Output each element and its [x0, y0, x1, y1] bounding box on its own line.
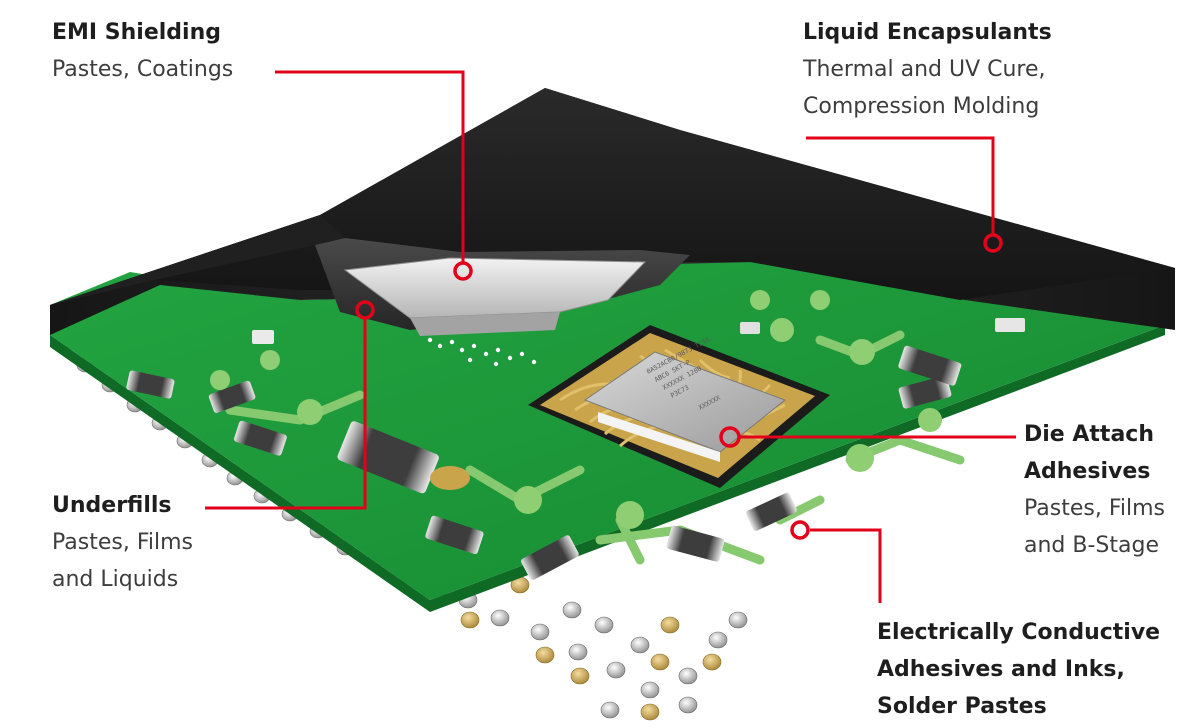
- callout-underfills-title: Underfills: [52, 493, 172, 518]
- leader-conductive: [810, 528, 882, 603]
- marker-die: [719, 426, 741, 448]
- callout-liquid-subtitle-line1: Thermal and UV Cure,: [803, 57, 1046, 82]
- leader-liquid: [806, 136, 995, 235]
- callout-die-attach: Die Attach Adhesives Pastes, Films and B…: [1024, 416, 1165, 564]
- marker-underfill: [355, 300, 375, 320]
- callout-markers: [355, 233, 1003, 540]
- marker-emi: [453, 261, 473, 281]
- callout-underfills-subtitle-line1: Pastes, Films: [52, 530, 194, 555]
- marker-conductive: [790, 520, 810, 540]
- callout-die-title-line1: Die Attach: [1024, 422, 1154, 447]
- leader-emi: [275, 70, 465, 263]
- callout-liquid-encapsulants: Liquid Encapsulants Thermal and UV Cure,…: [803, 14, 1052, 125]
- surface-mount-components: [126, 318, 1025, 581]
- callout-emi-subtitle: Pastes, Coatings: [52, 57, 234, 82]
- leader-underfill: [205, 318, 367, 510]
- emi-shield-cover: [343, 257, 647, 367]
- callout-emi-title: EMI Shielding: [52, 20, 221, 45]
- callout-die-title-line2: Adhesives: [1024, 459, 1151, 484]
- callout-conductive-title-line2: Adhesives and Inks,: [877, 657, 1125, 682]
- callout-underfills-subtitle-line2: and Liquids: [52, 567, 179, 592]
- die-attach-area: [528, 325, 830, 488]
- callout-conductive-title-line1: Electrically Conductive: [877, 620, 1161, 645]
- callout-conductive-title-line3: Solder Pastes: [877, 694, 1047, 719]
- marker-liquid: [983, 233, 1003, 253]
- callout-die-subtitle-line2: and B-Stage: [1024, 533, 1159, 558]
- callout-liquid-subtitle-line2: Compression Molding: [803, 94, 1040, 119]
- callout-leader-lines: [205, 70, 1016, 603]
- callout-die-subtitle-line1: Pastes, Films: [1024, 496, 1166, 521]
- callout-electrically-conductive: Electrically Conductive Adhesives and In…: [877, 614, 1160, 725]
- callout-underfills: Underfills Pastes, Films and Liquids: [52, 487, 193, 598]
- callout-emi-shielding: EMI Shielding Pastes, Coatings: [52, 14, 233, 88]
- callout-liquid-title: Liquid Encapsulants: [803, 20, 1052, 45]
